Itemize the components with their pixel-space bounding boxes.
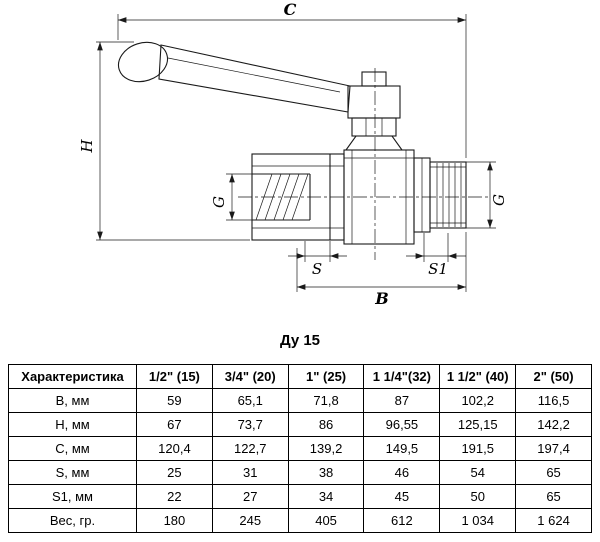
col-header-size-40: 1 1/2" (40) — [439, 364, 517, 389]
table-cell: 191,5 — [439, 436, 517, 461]
table-cell: 65,1 — [211, 388, 289, 413]
dimension-B: B — [296, 232, 467, 308]
table-cell: 31 — [211, 460, 289, 485]
col-header-size-50: 2" (50) — [515, 364, 592, 389]
row-label: В, мм — [8, 388, 137, 413]
dim-label-b: B — [374, 289, 389, 308]
dim-label-s: S — [312, 260, 322, 278]
table-row-H: Н, мм 67 73,7 86 96,55 125,15 142,2 — [8, 412, 592, 437]
table-cell: 1 624 — [515, 508, 592, 533]
table-cell: 73,7 — [211, 412, 289, 437]
table-row-S1: S1, мм 22 27 34 45 50 65 — [8, 484, 592, 509]
drawing-caption: Ду 15 — [279, 332, 321, 349]
table-cell: 116,5 — [515, 388, 592, 413]
specs-table: Характеристика 1/2" (15) 3/4" (20) 1" (2… — [8, 364, 592, 533]
table-cell: 86 — [287, 412, 365, 437]
table-cell: 65 — [515, 460, 592, 485]
dim-label-h: H — [78, 139, 96, 154]
table-cell: 197,4 — [515, 436, 592, 461]
table-cell: 65 — [515, 484, 592, 509]
table-cell: 54 — [439, 460, 517, 485]
table-cell: 67 — [136, 412, 213, 437]
table-cell: 71,8 — [287, 388, 365, 413]
valve-technical-drawing: C H G G S S1 — [78, 0, 508, 308]
table-cell: 180 — [136, 508, 213, 533]
table-row-weight: Вес, гр. 180 245 405 612 1 034 1 624 — [8, 508, 592, 533]
dim-label-g-left: G — [210, 196, 228, 208]
col-header-characteristic: Характеристика — [8, 364, 137, 389]
table-cell: 122,7 — [211, 436, 289, 461]
col-header-size-32: 1 1/4"(32) — [363, 364, 441, 389]
table-row-C: С, мм 120,4 122,7 139,2 149,5 191,5 197,… — [8, 436, 592, 461]
dimension-C: C — [117, 0, 467, 158]
valve-handle — [117, 41, 401, 119]
table-cell: 245 — [211, 508, 289, 533]
table-cell: 142,2 — [515, 412, 592, 437]
table-cell: 1 034 — [439, 508, 517, 533]
dim-label-c: C — [284, 0, 297, 19]
table-cell: 139,2 — [287, 436, 365, 461]
table-cell: 125,15 — [439, 412, 517, 437]
dim-label-s1: S1 — [428, 260, 448, 278]
table-cell: 405 — [287, 508, 365, 533]
col-header-size-25: 1" (25) — [287, 364, 365, 389]
table-cell: 149,5 — [363, 436, 441, 461]
table-cell: 25 — [136, 460, 213, 485]
table-cell: 46 — [363, 460, 441, 485]
table-cell: 612 — [363, 508, 441, 533]
dim-label-g-right: G — [490, 194, 508, 206]
table-row-B: В, мм 59 65,1 71,8 87 102,2 116,5 — [8, 388, 592, 413]
table-cell: 102,2 — [439, 388, 517, 413]
row-label: С, мм — [8, 436, 137, 461]
table-cell: 59 — [136, 388, 213, 413]
dimension-G-left: G — [210, 173, 252, 221]
female-port — [251, 153, 345, 241]
table-cell: 34 — [287, 484, 365, 509]
table-cell: 45 — [363, 484, 441, 509]
table-cell: 38 — [287, 460, 365, 485]
row-label: Н, мм — [8, 412, 137, 437]
valve-stem — [344, 117, 404, 151]
col-header-size-20: 3/4" (20) — [211, 364, 289, 389]
dimension-S: S — [288, 241, 347, 278]
male-port — [413, 157, 467, 233]
table-row-S: S, мм 25 31 38 46 54 65 — [8, 460, 592, 485]
dimension-G-right: G — [466, 161, 508, 229]
dimension-S1: S1 — [406, 233, 466, 278]
table-cell: 22 — [136, 484, 213, 509]
row-label: S, мм — [8, 460, 137, 485]
table-cell: 87 — [363, 388, 441, 413]
row-label: S1, мм — [8, 484, 137, 509]
table-cell: 50 — [439, 484, 517, 509]
col-header-size-15: 1/2" (15) — [136, 364, 213, 389]
centerlines — [238, 68, 488, 260]
row-label: Вес, гр. — [8, 508, 137, 533]
valve-drawing-svg: C H G G S S1 — [78, 0, 508, 308]
table-cell: 27 — [211, 484, 289, 509]
dimension-H: H — [78, 41, 250, 241]
table-cell: 120,4 — [136, 436, 213, 461]
table-cell: 96,55 — [363, 412, 441, 437]
table-header-row: Характеристика 1/2" (15) 3/4" (20) 1" (2… — [8, 364, 592, 389]
